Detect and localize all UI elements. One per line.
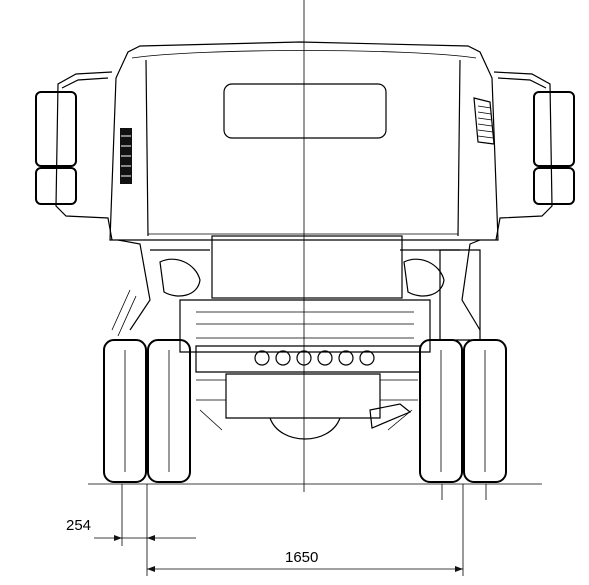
right-vent-grille xyxy=(473,97,495,145)
dimension-track-width: 1650 xyxy=(147,549,463,572)
left-vent-grille xyxy=(120,128,132,184)
wheel-offset-label: 254 xyxy=(66,517,91,534)
dimension-wheel-offset: 254 xyxy=(66,517,196,541)
left-mirror xyxy=(35,71,113,241)
right-wheel-pair xyxy=(419,339,507,483)
right-mirror xyxy=(493,71,575,241)
cab-rear-window xyxy=(223,83,387,139)
front-axle-row xyxy=(195,345,421,440)
chassis-frame xyxy=(111,235,481,353)
left-wheel-pair xyxy=(103,339,191,483)
cab-body xyxy=(109,41,499,241)
dimension-extension-lines xyxy=(121,484,487,576)
track-width-label: 1650 xyxy=(285,549,318,566)
